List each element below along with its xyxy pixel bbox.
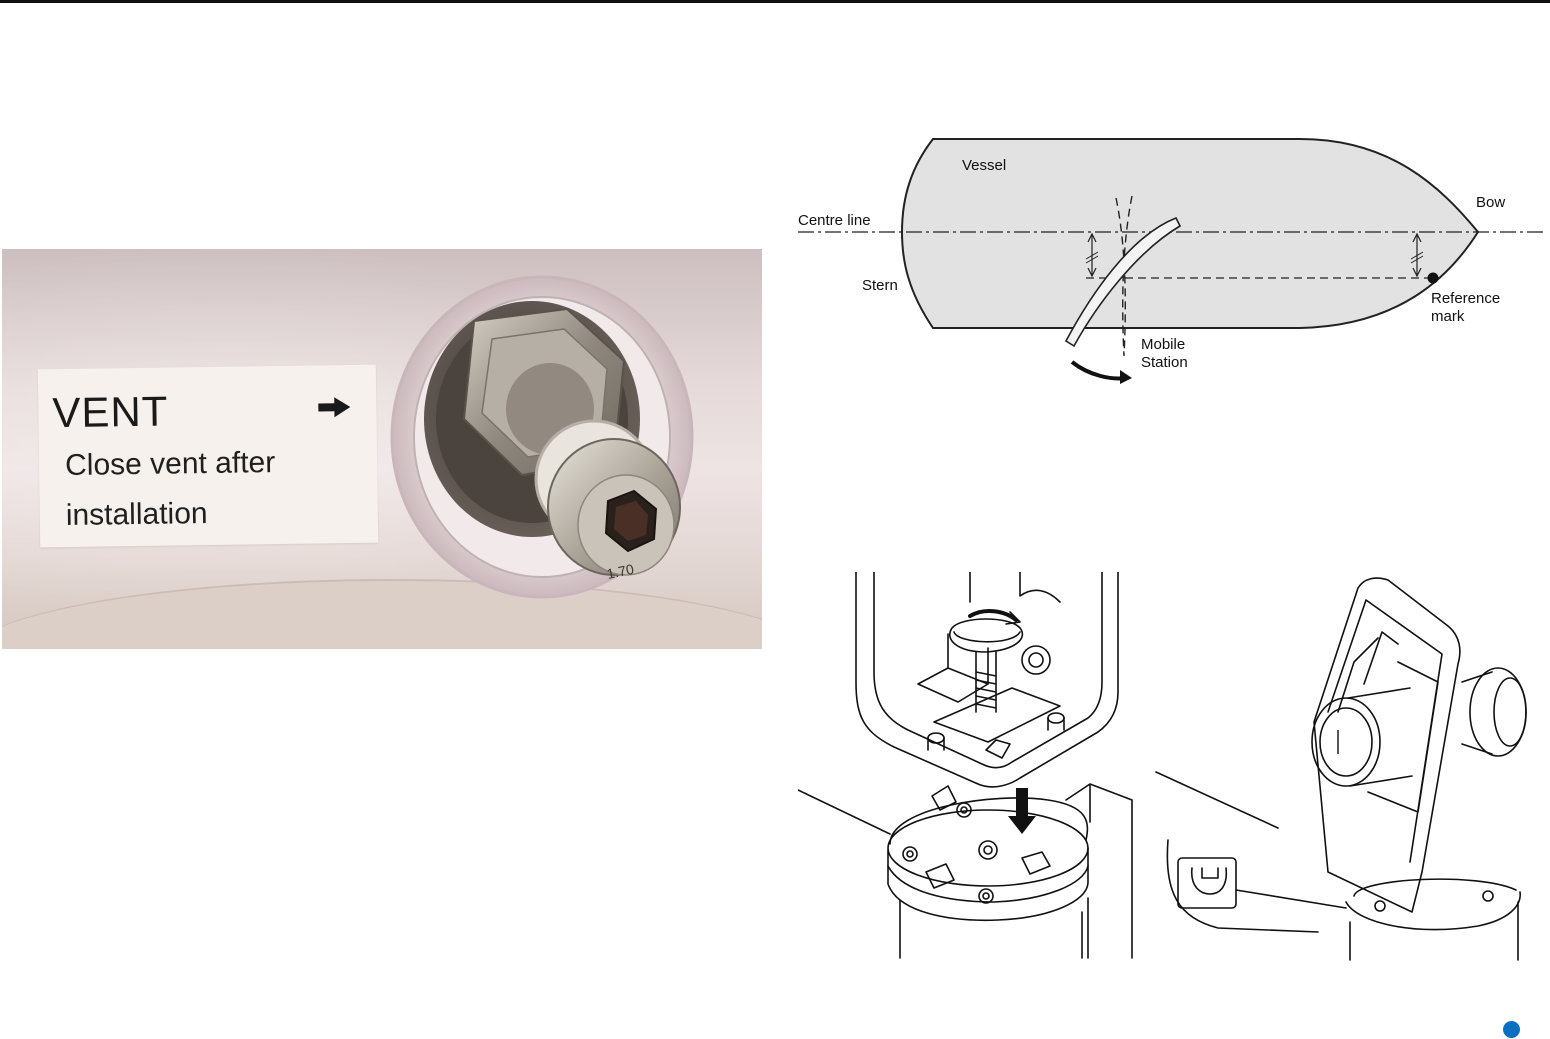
top-rule	[0, 0, 1550, 3]
vessel-diagram: Vessel Centre line Bow Stern Reference m…	[790, 126, 1550, 386]
vent-fitting: 1.70	[382, 269, 722, 639]
vent-label-title: VENT	[52, 388, 169, 438]
vent-label-sticker: VENT Close vent after installation	[38, 365, 378, 548]
page-dot-icon	[1503, 1021, 1520, 1038]
vent-photo: VENT Close vent after installation	[2, 249, 762, 649]
mobile-station-label-line-1: Mobile	[1141, 336, 1185, 354]
right-arrow-icon	[316, 395, 352, 420]
mobile-station-label-line-2: Station	[1141, 354, 1188, 372]
vent-label-line-1: Close vent after	[65, 446, 276, 483]
stern-label: Stern	[862, 277, 898, 295]
vent-label-line-2: installation	[66, 497, 208, 533]
vessel-label: Vessel	[962, 157, 1006, 175]
reference-label-line-2: mark	[1431, 308, 1464, 326]
bow-label: Bow	[1476, 194, 1505, 212]
reference-label-line-1: Reference	[1431, 290, 1500, 308]
centre-line-label: Centre line	[798, 212, 871, 230]
tribrach-mounting-drawing	[798, 572, 1538, 962]
reference-mark-dot	[1428, 273, 1439, 284]
